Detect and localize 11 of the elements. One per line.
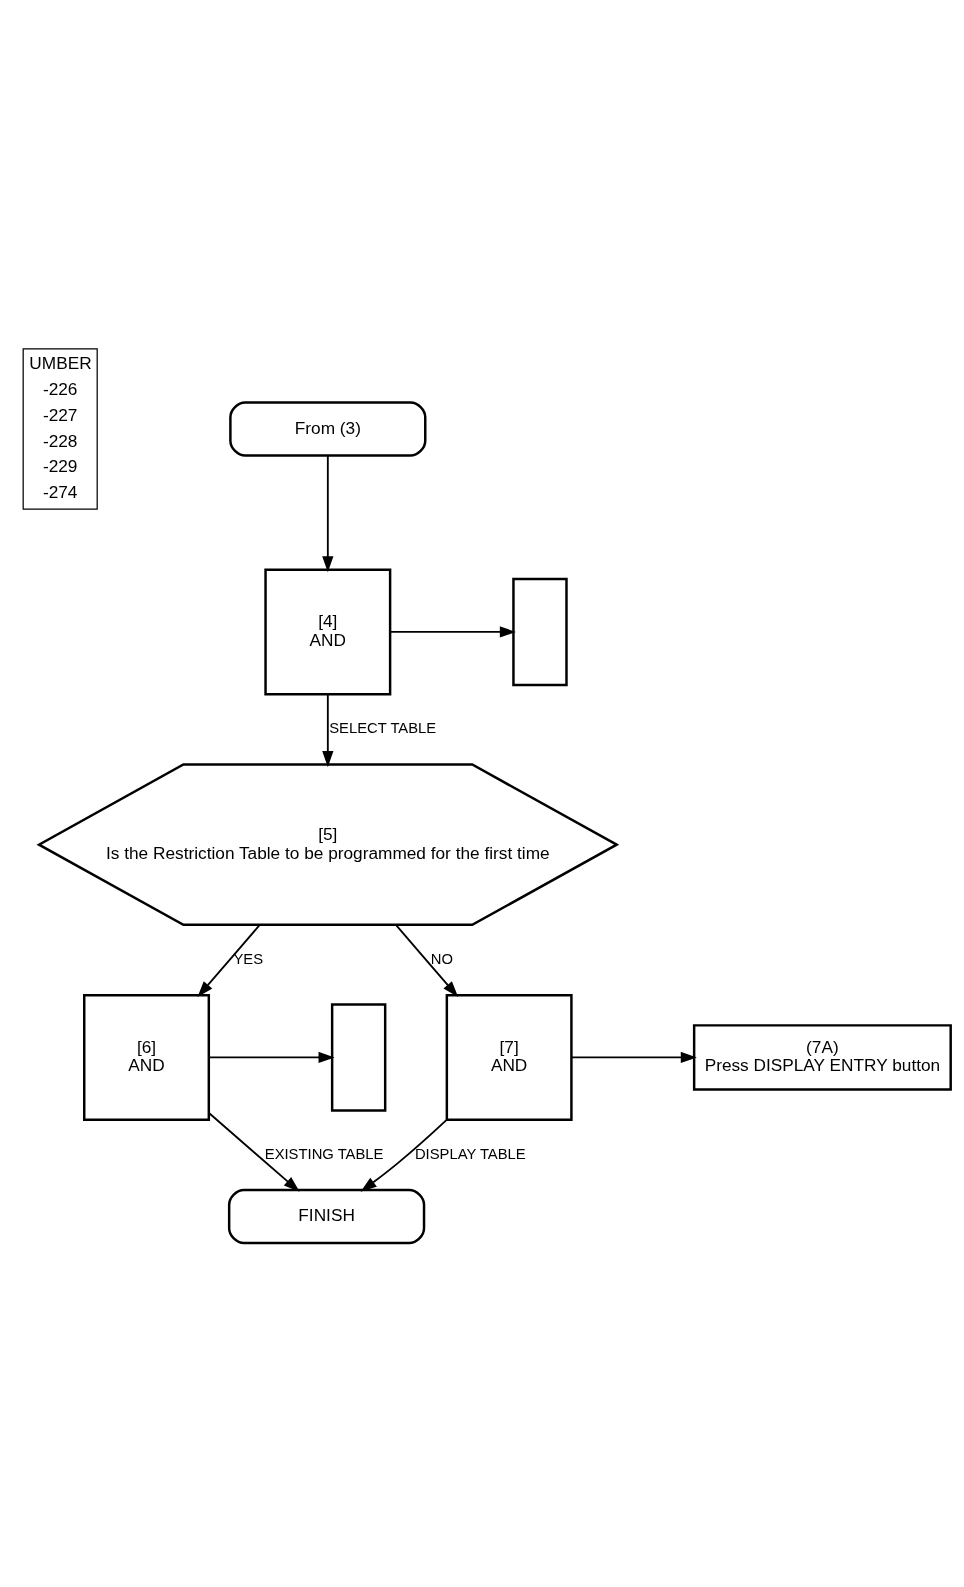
- label: -226: [42, 378, 78, 399]
- edge-label: NO: [430, 950, 454, 967]
- label: UMBER: [29, 352, 92, 373]
- label: -228: [42, 430, 78, 451]
- label: -274: [42, 482, 78, 503]
- edge-label: EXISTING TABLE: [264, 1145, 384, 1162]
- edge-label: DISPLAY TABLE: [414, 1145, 526, 1162]
- label: -227: [42, 404, 78, 425]
- edge-label: YES: [233, 950, 264, 967]
- edge-label: SELECT TABLE: [329, 720, 437, 737]
- label: -229: [42, 456, 78, 477]
